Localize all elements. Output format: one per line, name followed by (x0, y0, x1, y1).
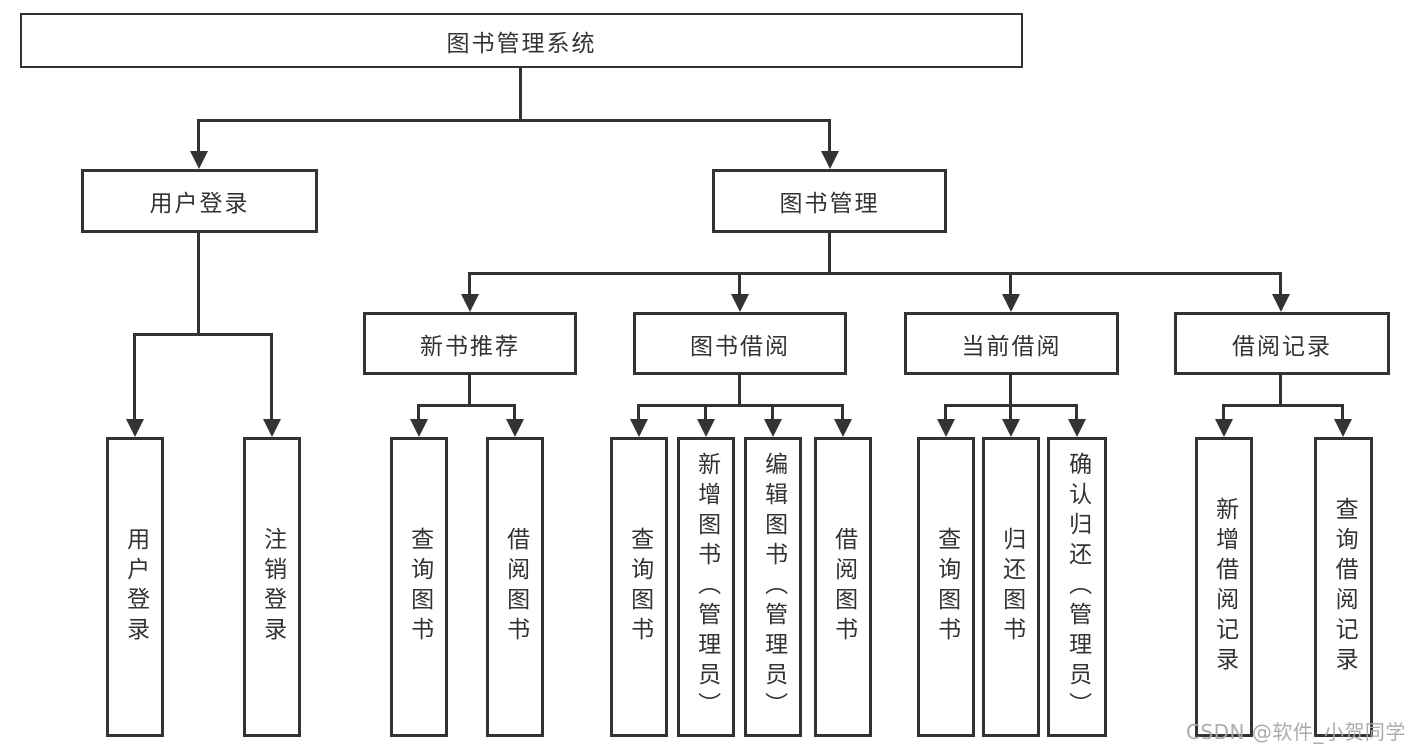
arrowhead-down-icon (263, 419, 281, 437)
connector-login-trunk (197, 233, 200, 336)
connector-records-stub (1222, 404, 1225, 421)
leaf-label: 查询图书 (406, 527, 433, 647)
connector-newbook-bar (417, 404, 516, 407)
arrowhead-down-icon (821, 151, 839, 169)
leaf-label: 查询借阅记录 (1331, 497, 1358, 677)
node-new-book-recommendation: 新书推荐 (363, 312, 577, 375)
leaf-logout: 注销登录 (243, 437, 301, 737)
leaf-label: 查询图书 (933, 527, 960, 647)
leaf-label: 查询图书 (626, 527, 653, 647)
connector-level3-stub (1279, 272, 1282, 296)
connector-level3-stub (738, 272, 741, 296)
connector-current-stub (944, 404, 947, 421)
connector-borrowing-stub (637, 404, 640, 421)
connector-current-trunk (1009, 375, 1012, 407)
connector-login-bar (133, 333, 273, 336)
connector-login-stub (197, 119, 200, 153)
connector-records-bar (1222, 404, 1344, 407)
connector-level3-stub (468, 272, 471, 296)
leaf-label: 借阅图书 (502, 527, 529, 647)
connector-current-stub (1075, 404, 1078, 421)
arrowhead-down-icon (506, 419, 524, 437)
leaf-return-books: 归还图书 (982, 437, 1040, 737)
connector-borrowing-stub (771, 404, 774, 421)
node-current-borrowing: 当前借阅 (904, 312, 1119, 375)
connector-management-trunk (828, 233, 831, 275)
arrowhead-down-icon (697, 419, 715, 437)
leaf-user-login: 用户登录 (106, 437, 164, 737)
arrowhead-down-icon (630, 419, 648, 437)
arrowhead-down-icon (461, 294, 479, 312)
leaf-confirm-return-admin: 确认归还（管理员） (1047, 437, 1107, 737)
leaf-borrow-books: 借阅图书 (814, 437, 872, 737)
leaf-label: 借阅图书 (830, 527, 857, 647)
arrowhead-down-icon (190, 151, 208, 169)
connector-borrowing-trunk (738, 375, 741, 407)
connector-records-stub (1341, 404, 1344, 421)
leaf-query-borrow-record: 查询借阅记录 (1314, 437, 1373, 737)
connector-login-child-stub (270, 333, 273, 421)
leaf-label: 归还图书 (998, 527, 1025, 647)
arrowhead-down-icon (1215, 419, 1233, 437)
arrowhead-down-icon (1068, 419, 1086, 437)
leaf-label: 确认归还（管理员） (1064, 452, 1091, 722)
leaf-label: 用户登录 (122, 527, 149, 647)
leaf-label: 编辑图书（管理员） (760, 452, 787, 722)
arrowhead-down-icon (1002, 419, 1020, 437)
arrowhead-down-icon (764, 419, 782, 437)
connector-management-stub (828, 119, 831, 153)
node-book-management: 图书管理 (712, 169, 947, 233)
connector-level2-bar (197, 119, 831, 122)
arrowhead-down-icon (937, 419, 955, 437)
leaf-borrow-books-newbook: 借阅图书 (486, 437, 544, 737)
connector-level3-stub (1009, 272, 1012, 296)
arrowhead-down-icon (1272, 294, 1290, 312)
connector-newbook-stub (417, 404, 420, 421)
leaf-query-books-newbook: 查询图书 (390, 437, 448, 737)
connector-borrowing-stub (841, 404, 844, 421)
arrowhead-down-icon (1334, 419, 1352, 437)
arrowhead-down-icon (834, 419, 852, 437)
arrowhead-down-icon (731, 294, 749, 312)
connector-login-child-stub (133, 333, 136, 421)
leaf-edit-books-admin: 编辑图书（管理员） (744, 437, 802, 737)
connector-newbook-stub (513, 404, 516, 421)
leaf-label: 新增借阅记录 (1211, 497, 1238, 677)
connector-root-trunk (519, 68, 522, 122)
leaf-label: 注销登录 (259, 527, 286, 647)
connector-borrowing-stub (704, 404, 707, 421)
leaf-label: 新增图书（管理员） (693, 452, 720, 722)
leaf-add-books-admin: 新增图书（管理员） (677, 437, 735, 737)
connector-records-trunk (1279, 375, 1282, 407)
arrowhead-down-icon (1002, 294, 1020, 312)
leaf-query-books-current: 查询图书 (917, 437, 975, 737)
node-borrowing-records: 借阅记录 (1174, 312, 1390, 375)
connector-borrowing-bar (637, 404, 844, 407)
connector-level3-bar (468, 272, 1282, 275)
node-root: 图书管理系统 (20, 13, 1023, 68)
watermark-text: CSDN @软件_小贺同学 (1186, 720, 1405, 744)
arrowhead-down-icon (410, 419, 428, 437)
leaf-query-books-borrowing: 查询图书 (610, 437, 668, 737)
leaf-add-borrow-record: 新增借阅记录 (1195, 437, 1253, 737)
node-book-borrowing: 图书借阅 (633, 312, 847, 375)
arrowhead-down-icon (126, 419, 144, 437)
connector-newbook-trunk (468, 375, 471, 407)
connector-current-stub (1009, 404, 1012, 421)
node-user-login: 用户登录 (81, 169, 318, 233)
